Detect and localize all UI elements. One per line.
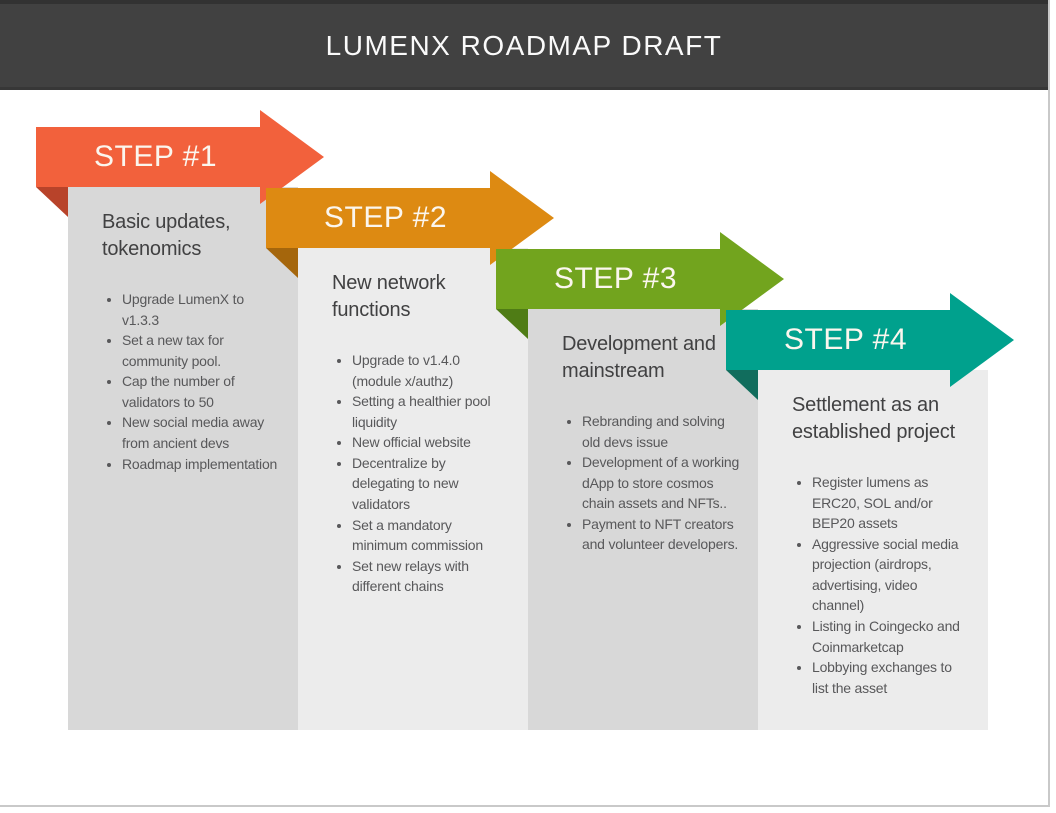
step-1-panel: Basic updates, tokenomics Upgrade LumenX… <box>68 187 298 730</box>
step-2-heading: New network functions <box>332 272 446 321</box>
bullet-item: Payment to NFT creators and volunteer de… <box>582 514 740 555</box>
step-4-label: STEP #4 <box>784 323 908 356</box>
step-3-panel: Development and mainstream Rebranding an… <box>528 309 758 730</box>
bullet-item: Lobbying exchanges to list the asset <box>812 657 970 698</box>
bullet-item: Cap the number of validators to 50 <box>122 371 280 412</box>
step-1-heading: Basic updates, tokenomics <box>102 211 231 260</box>
bullet-item: Rebranding and solving old devs issue <box>582 411 740 452</box>
step-4-heading: Settlement as an established project <box>792 394 955 443</box>
step-1-ribbon-fold <box>36 187 68 217</box>
bullet-item: Set a mandatory minimum commission <box>352 515 510 556</box>
bullet-item: Listing in Coingecko and Coinmarketcap <box>812 616 970 657</box>
step-3-heading: Development and mainstream <box>562 333 716 382</box>
bullet-item: Upgrade LumenX to v1.3.3 <box>122 289 280 330</box>
step-4-panel: Settlement as an established project Reg… <box>758 370 988 730</box>
step-1-label: STEP #1 <box>94 140 218 173</box>
bullet-item: Set a new tax for community pool. <box>122 330 280 371</box>
bullet-item: Set new relays with different chains <box>352 556 510 597</box>
bullet-item: Register lumens as ERC20, SOL and/or BEP… <box>812 472 970 534</box>
bullet-item: Roadmap implementation <box>122 454 280 475</box>
bullet-item: Setting a healthier pool liquidity <box>352 391 510 432</box>
step-2-label: STEP #2 <box>324 201 448 234</box>
step-3-label: STEP #3 <box>554 262 678 295</box>
bullet-item: New social media away from ancient devs <box>122 412 280 453</box>
title-bar: LUMENX ROADMAP DRAFT <box>0 0 1048 90</box>
step-2-bullet-list: Upgrade to v1.4.0 (module x/authz)Settin… <box>332 350 510 597</box>
step-4-bullet-list: Register lumens as ERC20, SOL and/or BEP… <box>792 472 970 698</box>
step-3-bullet-list: Rebranding and solving old devs issueDev… <box>562 411 740 555</box>
page-title: LUMENX ROADMAP DRAFT <box>325 29 723 61</box>
bullet-item: Development of a working dApp to store c… <box>582 452 740 514</box>
bullet-item: New official website <box>352 432 510 453</box>
bullet-item: Decentralize by delegating to new valida… <box>352 453 510 515</box>
step-2-panel: New network functions Upgrade to v1.4.0 … <box>298 248 528 730</box>
bullet-item: Aggressive social media projection (aird… <box>812 534 970 616</box>
bullet-item: Upgrade to v1.4.0 (module x/authz) <box>352 350 510 391</box>
